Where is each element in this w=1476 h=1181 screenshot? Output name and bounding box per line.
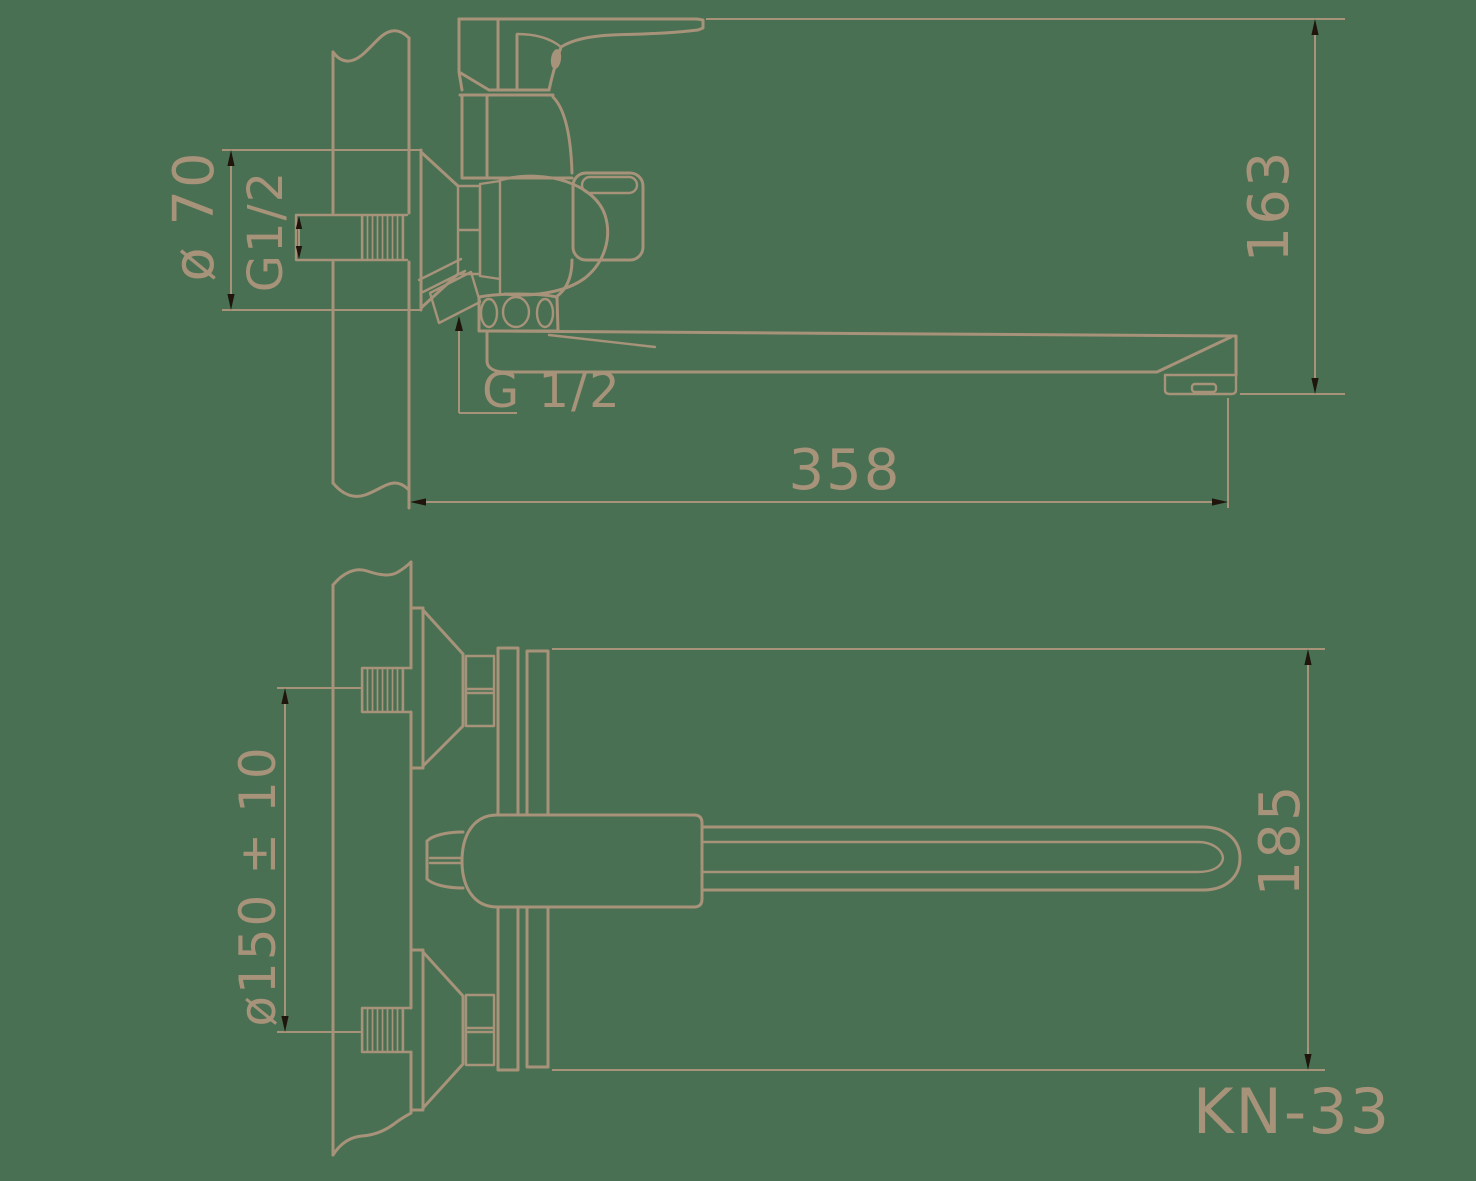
wall-thread-label: G1/2	[238, 170, 294, 292]
body-column-plan	[496, 646, 550, 1072]
lever-pivot	[550, 49, 562, 69]
diverter-knob-plan	[425, 830, 465, 890]
spout-plan	[700, 825, 1242, 892]
supply-pipe-threaded	[294, 213, 409, 262]
model-code-label: KN-33	[1193, 1075, 1391, 1148]
body-length-label: 185	[1248, 784, 1313, 897]
upper-connection	[360, 606, 496, 770]
height-label: 163	[1237, 150, 1302, 263]
reach-label: 358	[789, 438, 902, 503]
faucet-body-side	[457, 17, 610, 299]
flange-diameter-label: ø 70	[162, 150, 227, 281]
side-view: ø 70 G1/2 G 1/2 163 358	[162, 17, 1345, 510]
body-housing-plan	[460, 813, 704, 909]
dimension-mount-centers: ø150 ± 10	[229, 687, 362, 1033]
lower-connection	[360, 948, 496, 1112]
mount-centers-label: ø150 ± 10	[229, 745, 287, 1026]
escutcheon-side	[419, 148, 460, 312]
lever-handle	[457, 17, 705, 92]
dimension-reach-358: 358	[410, 398, 1229, 508]
callout-spout-thread: G 1/2	[455, 316, 622, 419]
plan-view: ø150 ± 10 185	[229, 560, 1325, 1157]
mounting-nut-side	[456, 178, 502, 297]
dimension-body-length-185: 185	[552, 648, 1325, 1071]
dimension-flange-diameter: ø 70 G1/2	[162, 149, 421, 311]
spout-outlet	[1163, 373, 1238, 396]
wall-section-side	[331, 29, 411, 510]
aerator	[1190, 382, 1218, 394]
coupling-nut	[477, 292, 560, 333]
thread-size-arrows	[295, 216, 303, 259]
spout-thread-label: G 1/2	[482, 363, 622, 419]
wall-section-plan	[331, 560, 413, 1157]
diverter-knob-side	[571, 171, 645, 262]
spout-side	[479, 329, 1238, 396]
eccentric-connector	[417, 257, 482, 325]
dimension-height-163: 163	[706, 18, 1345, 395]
